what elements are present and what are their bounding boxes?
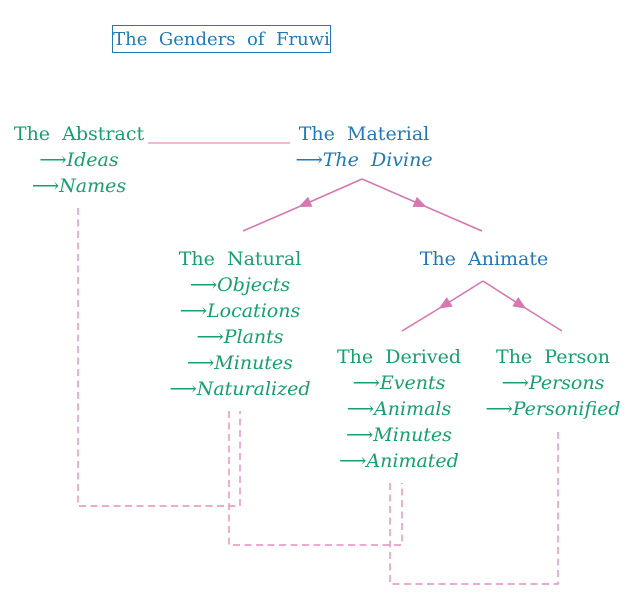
item-label: Plants — [223, 326, 284, 348]
long-right-arrow-icon: ⟶ — [295, 149, 323, 171]
item-label: Events — [379, 372, 446, 394]
item-minutes: ⟶Minutes — [187, 350, 293, 376]
item-label: Names — [59, 175, 127, 197]
long-right-arrow-icon: ⟶ — [189, 274, 218, 296]
long-right-arrow-icon: ⟶ — [196, 326, 224, 348]
node-animate-label: The Animate — [419, 248, 549, 270]
node-animate: The Animate — [419, 246, 549, 272]
long-right-arrow-icon: ⟶ — [39, 149, 67, 171]
item-label: The Divine — [322, 149, 433, 171]
material-to-natural-arrow — [298, 178, 363, 208]
material-to-animate-arrow-tail — [421, 204, 483, 232]
item-animated: ⟶Animated — [339, 448, 459, 474]
derived-person-dashed-connector — [389, 432, 559, 585]
animate-to-person-arrow-tail — [521, 305, 563, 332]
item-the-divine: ⟶The Divine — [295, 147, 432, 173]
node-abstract: The Abstract ⟶Ideas ⟶Names — [14, 121, 144, 199]
abstract-natural-dashed-connector — [77, 208, 241, 507]
item-label: Objects — [217, 274, 291, 296]
item-minutes-derived: ⟶Minutes — [346, 422, 452, 448]
item-plants: ⟶Plants — [196, 324, 283, 350]
item-label: Locations — [207, 300, 301, 322]
item-label: Naturalized — [196, 378, 311, 400]
node-abstract-label: The Abstract — [13, 123, 145, 145]
title-box: The Genders of Fruwi — [112, 25, 331, 53]
long-right-arrow-icon: ⟶ — [187, 352, 215, 374]
long-right-arrow-icon: ⟶ — [346, 424, 374, 446]
item-label: Minutes — [373, 424, 452, 446]
item-label: Ideas — [66, 149, 119, 171]
node-natural: The Natural ⟶Objects ⟶Locations ⟶Plants … — [169, 246, 310, 402]
node-material: The Material ⟶The Divine — [295, 121, 432, 173]
item-label: Minutes — [214, 352, 293, 374]
animate-to-person-arrow — [482, 280, 527, 309]
long-right-arrow-icon: ⟶ — [179, 300, 208, 322]
long-right-arrow-icon: ⟶ — [501, 372, 529, 394]
item-label: Persons — [528, 372, 605, 394]
item-names: ⟶Names — [32, 173, 126, 199]
item-events: ⟶Events — [353, 370, 446, 396]
item-label: Personified — [512, 398, 621, 420]
item-label: Animated — [366, 450, 459, 472]
node-person-label: The Person — [496, 346, 610, 368]
node-natural-label: The Natural — [178, 248, 302, 270]
item-naturalized: ⟶Naturalized — [169, 376, 310, 402]
item-animals: ⟶Animals — [347, 396, 451, 422]
natural-derived-dashed-connector — [228, 411, 403, 546]
long-right-arrow-icon: ⟶ — [352, 372, 380, 394]
long-right-arrow-icon: ⟶ — [346, 398, 375, 420]
long-right-arrow-icon: ⟶ — [169, 378, 197, 400]
item-personified: ⟶Personified — [485, 396, 620, 422]
node-person: The Person ⟶Persons ⟶Personified — [485, 344, 620, 422]
material-to-animate-arrow — [361, 178, 427, 207]
item-locations: ⟶Locations — [180, 298, 300, 324]
node-derived: The Derived ⟶Events ⟶Animals ⟶Minutes ⟶A… — [336, 344, 462, 474]
long-right-arrow-icon: ⟶ — [31, 175, 60, 197]
node-material-label: The Material — [298, 123, 430, 145]
diagram-title: The Genders of Fruwi — [113, 28, 330, 50]
item-label: Animals — [374, 398, 452, 420]
animate-to-derived-arrow — [438, 280, 484, 309]
item-persons: ⟶Persons — [502, 370, 605, 396]
node-derived-label: The Derived — [336, 346, 462, 368]
long-right-arrow-icon: ⟶ — [339, 450, 367, 472]
item-objects: ⟶Objects — [190, 272, 290, 298]
long-right-arrow-icon: ⟶ — [485, 398, 513, 420]
material-to-natural-arrow-tail — [242, 204, 304, 232]
animate-to-derived-arrow-tail — [401, 305, 444, 332]
item-ideas: ⟶Ideas — [39, 147, 118, 173]
